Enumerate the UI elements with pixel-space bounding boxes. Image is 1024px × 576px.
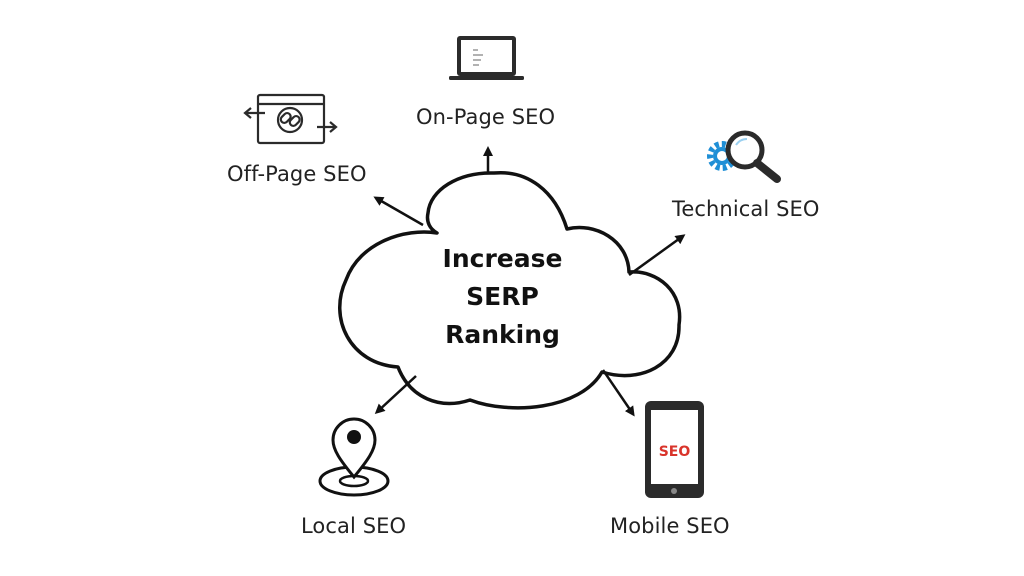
label-local: Local SEO xyxy=(301,514,407,538)
arrow-technical xyxy=(628,234,686,277)
center-title: Increase SERP Ranking xyxy=(420,240,585,354)
center-line-2: SERP xyxy=(466,282,539,311)
mobile-screen-text: SEO xyxy=(659,444,691,460)
center-line-1: Increase xyxy=(442,244,563,273)
cloud-shape xyxy=(338,170,682,410)
center-line-3: Ranking xyxy=(445,320,560,349)
arrow-off-page xyxy=(373,196,424,227)
laptop-icon xyxy=(449,36,524,80)
gear-magnifier-icon xyxy=(707,130,781,183)
arrow-local xyxy=(374,375,417,415)
link-browser-icon xyxy=(243,93,338,145)
label-mobile: Mobile SEO xyxy=(610,514,730,538)
label-technical: Technical SEO xyxy=(672,197,820,221)
arrow-mobile xyxy=(601,369,635,417)
label-off-page: Off-Page SEO xyxy=(227,162,367,186)
map-pin-icon xyxy=(318,417,390,497)
smartphone-icon: SEO xyxy=(645,401,704,498)
label-on-page: On-Page SEO xyxy=(416,105,556,129)
